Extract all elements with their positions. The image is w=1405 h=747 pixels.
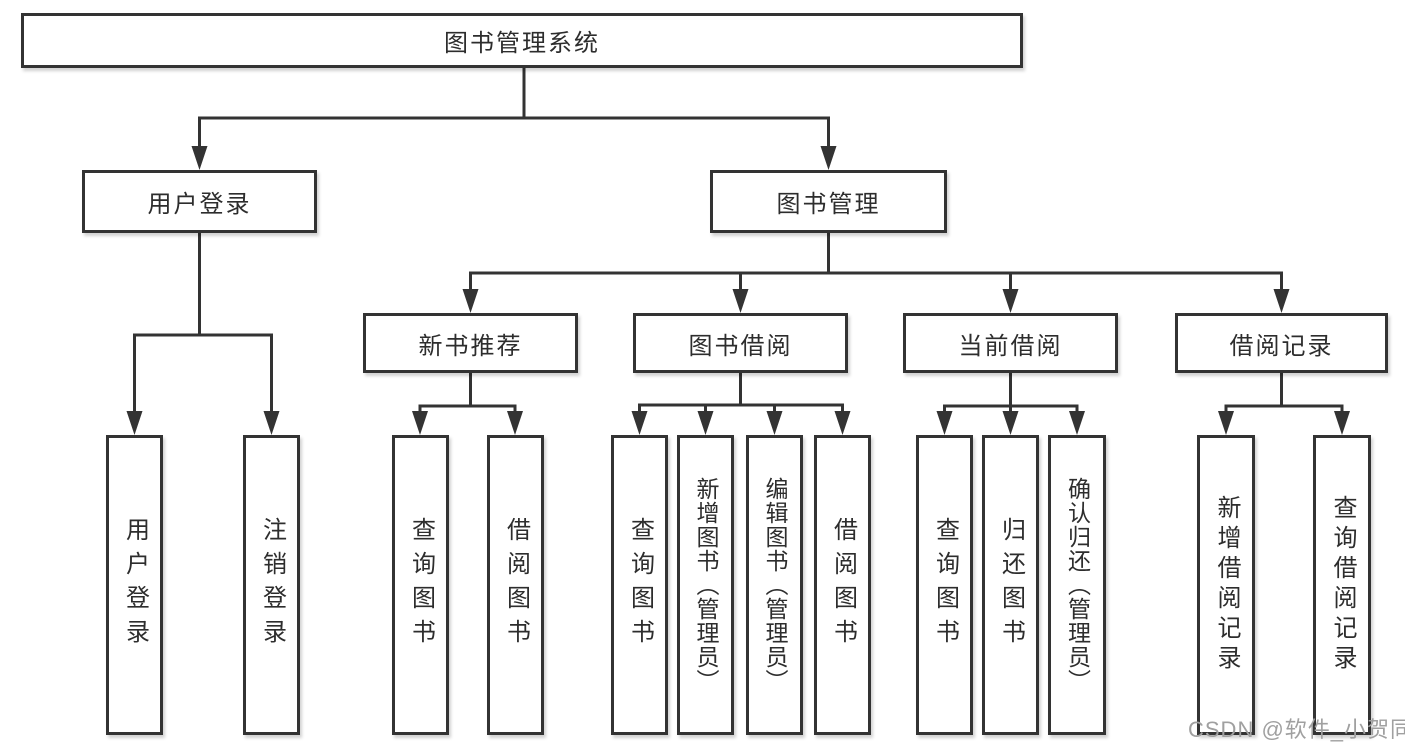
connector-new-book-recommend-to-leaves	[412, 373, 523, 435]
node-current-borrow: 当前借阅	[903, 313, 1118, 373]
connector-book-borrow-to-leaves	[631, 373, 851, 435]
arrowhead	[126, 411, 143, 435]
arrowhead	[766, 411, 783, 435]
node-current-borrow-label: 当前借阅	[958, 332, 1063, 360]
leaf-logout: 注销登录	[243, 435, 300, 735]
node-book-borrow: 图书借阅	[633, 313, 848, 373]
node-book-borrow-label: 图书借阅	[688, 332, 793, 360]
arrowhead	[834, 411, 851, 435]
arrowhead	[1002, 289, 1019, 313]
leaf-borrow-books: 借阅图书	[814, 435, 871, 735]
leaf-add-borrow-record: 新增借阅记录	[1197, 435, 1255, 735]
arrowhead	[1002, 411, 1019, 435]
connector-borrow-records-to-leaves	[1218, 373, 1350, 435]
node-book-management: 图书管理	[710, 170, 947, 233]
leaf-confirm-return-admin: 确认归还（管理员）	[1048, 435, 1106, 735]
node-new-book-recommend-label: 新书推荐	[418, 332, 523, 360]
leaf-recommend-borrow-books: 借阅图书	[487, 435, 544, 735]
arrowhead	[191, 146, 208, 170]
arrowhead	[732, 289, 749, 313]
leaf-current-query-books: 查询图书	[916, 435, 973, 735]
arrowhead	[263, 411, 280, 435]
leaf-user-login: 用户登录	[106, 435, 163, 735]
connector-root-to-level2	[191, 68, 837, 170]
leaf-edit-books-admin: 编辑图书（管理员）	[746, 435, 803, 735]
node-borrow-records: 借阅记录	[1175, 313, 1388, 373]
leaf-borrow-query-books: 查询图书	[611, 435, 668, 735]
arrowhead	[1334, 411, 1350, 435]
node-new-book-recommend: 新书推荐	[363, 313, 578, 373]
leaf-recommend-query-books: 查询图书	[392, 435, 449, 735]
connector-book-management-to-level3	[462, 233, 1290, 313]
node-borrow-records-label: 借阅记录	[1229, 332, 1334, 360]
connector-current-borrow-to-leaves	[936, 373, 1085, 435]
arrowhead	[820, 146, 837, 170]
arrowhead	[462, 289, 479, 313]
node-user-login-label: 用户登录	[147, 191, 252, 218]
leaf-query-borrow-record: 查询借阅记录	[1313, 435, 1371, 735]
connector-user-login-to-leaves	[126, 233, 280, 435]
watermark: CSDN @软件_小贺同学	[1188, 717, 1405, 742]
node-root-label: 图书管理系统	[444, 30, 600, 57]
arrowhead	[631, 411, 648, 435]
node-root: 图书管理系统	[21, 13, 1023, 68]
arrowhead	[1069, 411, 1085, 435]
node-book-management-label: 图书管理	[776, 191, 881, 218]
arrowhead	[936, 411, 953, 435]
leaf-add-books-admin: 新增图书（管理员）	[677, 435, 734, 735]
arrowhead	[412, 411, 428, 435]
arrowhead	[507, 411, 523, 435]
leaf-return-books: 归还图书	[982, 435, 1039, 735]
arrowhead	[1218, 411, 1234, 435]
node-user-login: 用户登录	[82, 170, 317, 233]
arrowhead	[1273, 289, 1290, 313]
arrowhead	[697, 411, 714, 435]
